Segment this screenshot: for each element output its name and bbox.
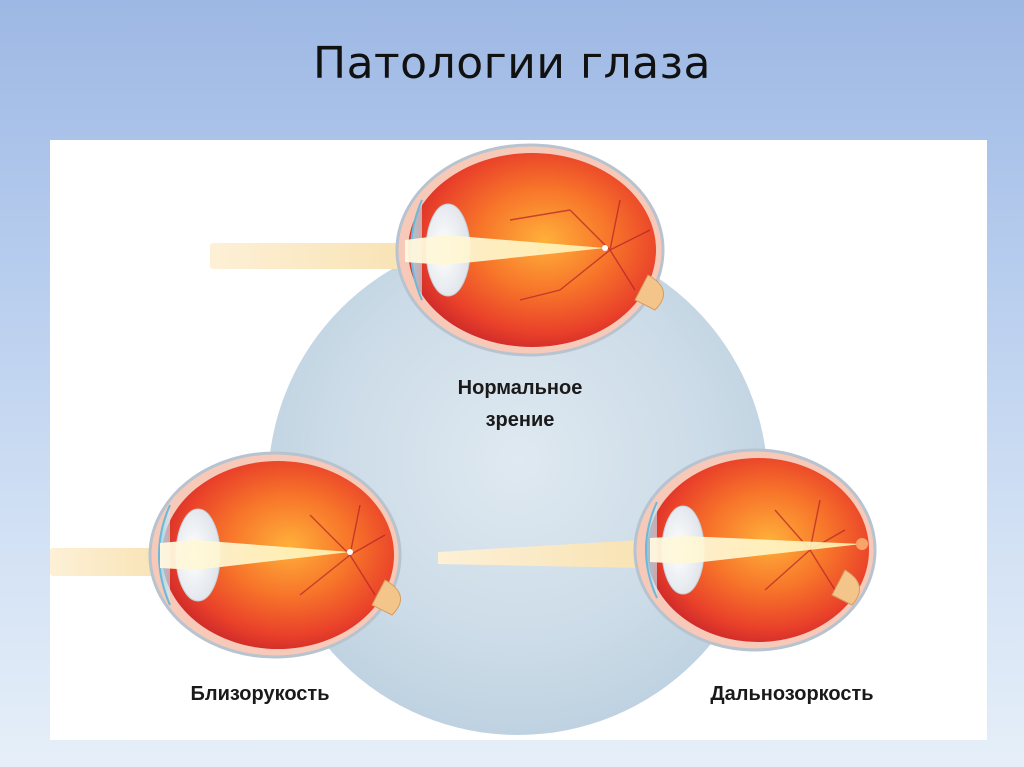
light-beam	[210, 243, 405, 269]
diagram-canvas	[50, 143, 877, 735]
normal-vision-label-line2: зрение	[485, 409, 555, 431]
optic-nerve	[371, 579, 401, 616]
normal-vision-label: Нормальное зрение	[420, 372, 620, 436]
eye-pathology-illustration: Нормальное зрение Близорукость Дальнозор…	[50, 140, 987, 740]
optic-nerve	[831, 569, 860, 606]
light-beam	[438, 540, 640, 568]
light-beam	[50, 548, 165, 576]
normal-eye	[210, 143, 665, 357]
myopia-label: Близорукость	[190, 683, 330, 705]
hyperopia-label: Дальнозоркость	[710, 683, 874, 705]
slide-title: Патологии глаза	[313, 38, 711, 89]
normal-vision-label-line1: Нормальное	[457, 377, 583, 399]
hyperopia-eye	[438, 448, 877, 652]
myopia-eye	[50, 451, 402, 659]
optic-nerve	[634, 274, 664, 311]
focal-point	[856, 538, 868, 550]
